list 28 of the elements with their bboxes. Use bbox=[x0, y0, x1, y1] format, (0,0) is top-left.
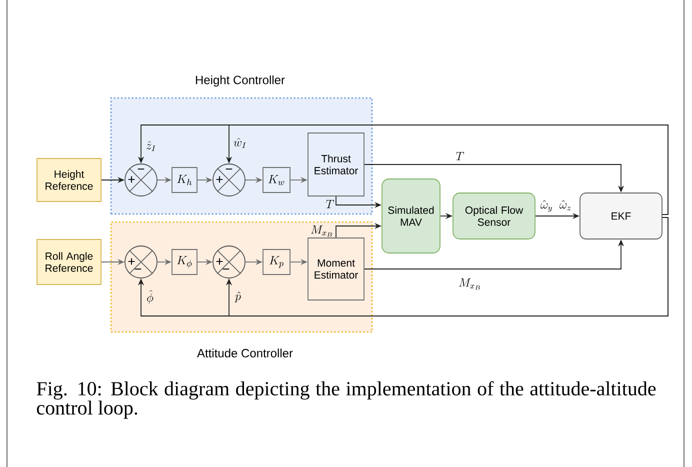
edge-label: $\hat{w}_I$ bbox=[234, 138, 246, 148]
estimator-box: Thrust Estimator bbox=[308, 132, 364, 196]
edge-label: $\hat{p}$ bbox=[234, 292, 241, 302]
process-box: Simulated MAV bbox=[382, 178, 440, 254]
edge-label: $\hat{\omega}_y \;\; \hat{\omega}_z$ bbox=[540, 200, 571, 212]
summing-junction: + − bbox=[124, 164, 158, 196]
caption: Fig. 10: Block diagram depicting the implementation of the attitude-altitude control loop. bbox=[36, 381, 656, 419]
estimator-box: Moment Estimator bbox=[308, 238, 364, 300]
summing-junction: + − bbox=[212, 164, 246, 196]
reference-box: Roll Angle Reference bbox=[36, 239, 102, 285]
edge-label: $M_{x_B}$ bbox=[459, 278, 480, 290]
gain-box: $K_h$ bbox=[172, 167, 198, 193]
edge-label: $M_{x_B}$ bbox=[311, 225, 332, 237]
edge-label: $\hat{z}_I$ bbox=[146, 140, 156, 152]
edge-label: $T$ bbox=[456, 152, 464, 160]
gain-box: $K_p$ bbox=[262, 249, 290, 275]
arrow bbox=[226, 217, 668, 316]
summing-junction: + − bbox=[124, 246, 158, 278]
gain-box: $K_w$ bbox=[262, 167, 290, 193]
edge-label: $\hat{\phi}$ bbox=[147, 290, 154, 304]
process-box: Optical Flow Sensor bbox=[452, 192, 536, 240]
node-label: Attitude Controller bbox=[197, 348, 293, 358]
node-label: Height Controller bbox=[196, 75, 285, 87]
gain-box: $K_\phi$ bbox=[172, 249, 198, 275]
reference-box: Height Reference bbox=[36, 158, 102, 202]
edge-label: $T$ bbox=[326, 200, 334, 208]
summing-junction: + − bbox=[212, 246, 246, 278]
filter-box: EKF bbox=[580, 192, 662, 240]
